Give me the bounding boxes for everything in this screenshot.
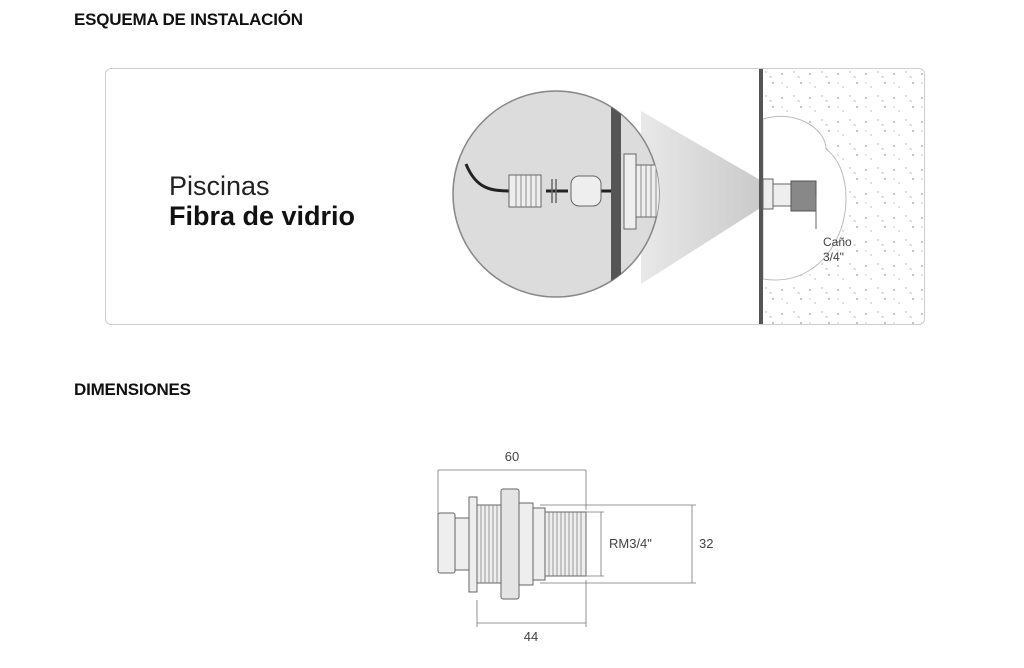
dim-rm-text: RM3/4" [609, 536, 652, 551]
installation-diagram: Caño 3/4" [452, 69, 924, 324]
zoom-wall [611, 91, 621, 297]
part-washer [518, 502, 534, 586]
pipe-label-line2: 3/4" [823, 250, 844, 264]
part-thread-left [476, 504, 502, 584]
installation-section-title: ESQUEMA DE INSTALACIÓN [74, 10, 303, 29]
wall-fitting-thread [772, 183, 792, 207]
pool-label-light: Piscinas [169, 171, 270, 201]
cable [464, 163, 512, 193]
dim-44-text: 44 [524, 629, 538, 644]
wall-fitting-flange [762, 178, 774, 210]
pool-type-label: Piscinas Fibra de vidrio [169, 171, 355, 231]
dimensions-section-title: DIMENSIONES [74, 380, 191, 399]
pool-label-bold: Fibra de vidrio [169, 201, 356, 231]
part-thread-right [544, 511, 587, 577]
installation-diagram-panel: Piscinas Fibra de vidrio [105, 68, 925, 325]
part-flange-left [468, 496, 478, 593]
pool-wall [759, 69, 763, 324]
part-neck [454, 517, 470, 571]
part-nut [500, 488, 520, 600]
dim-32-text: 32 [699, 536, 713, 551]
dim-60-text: 60 [505, 449, 519, 464]
lamp-body [570, 175, 602, 207]
pipe-label-line1: Caño [823, 235, 852, 249]
pipe-end [790, 180, 817, 212]
flange [623, 153, 637, 230]
part-cap [437, 512, 456, 574]
zoom-cone [641, 111, 762, 284]
part-ring [532, 507, 546, 581]
